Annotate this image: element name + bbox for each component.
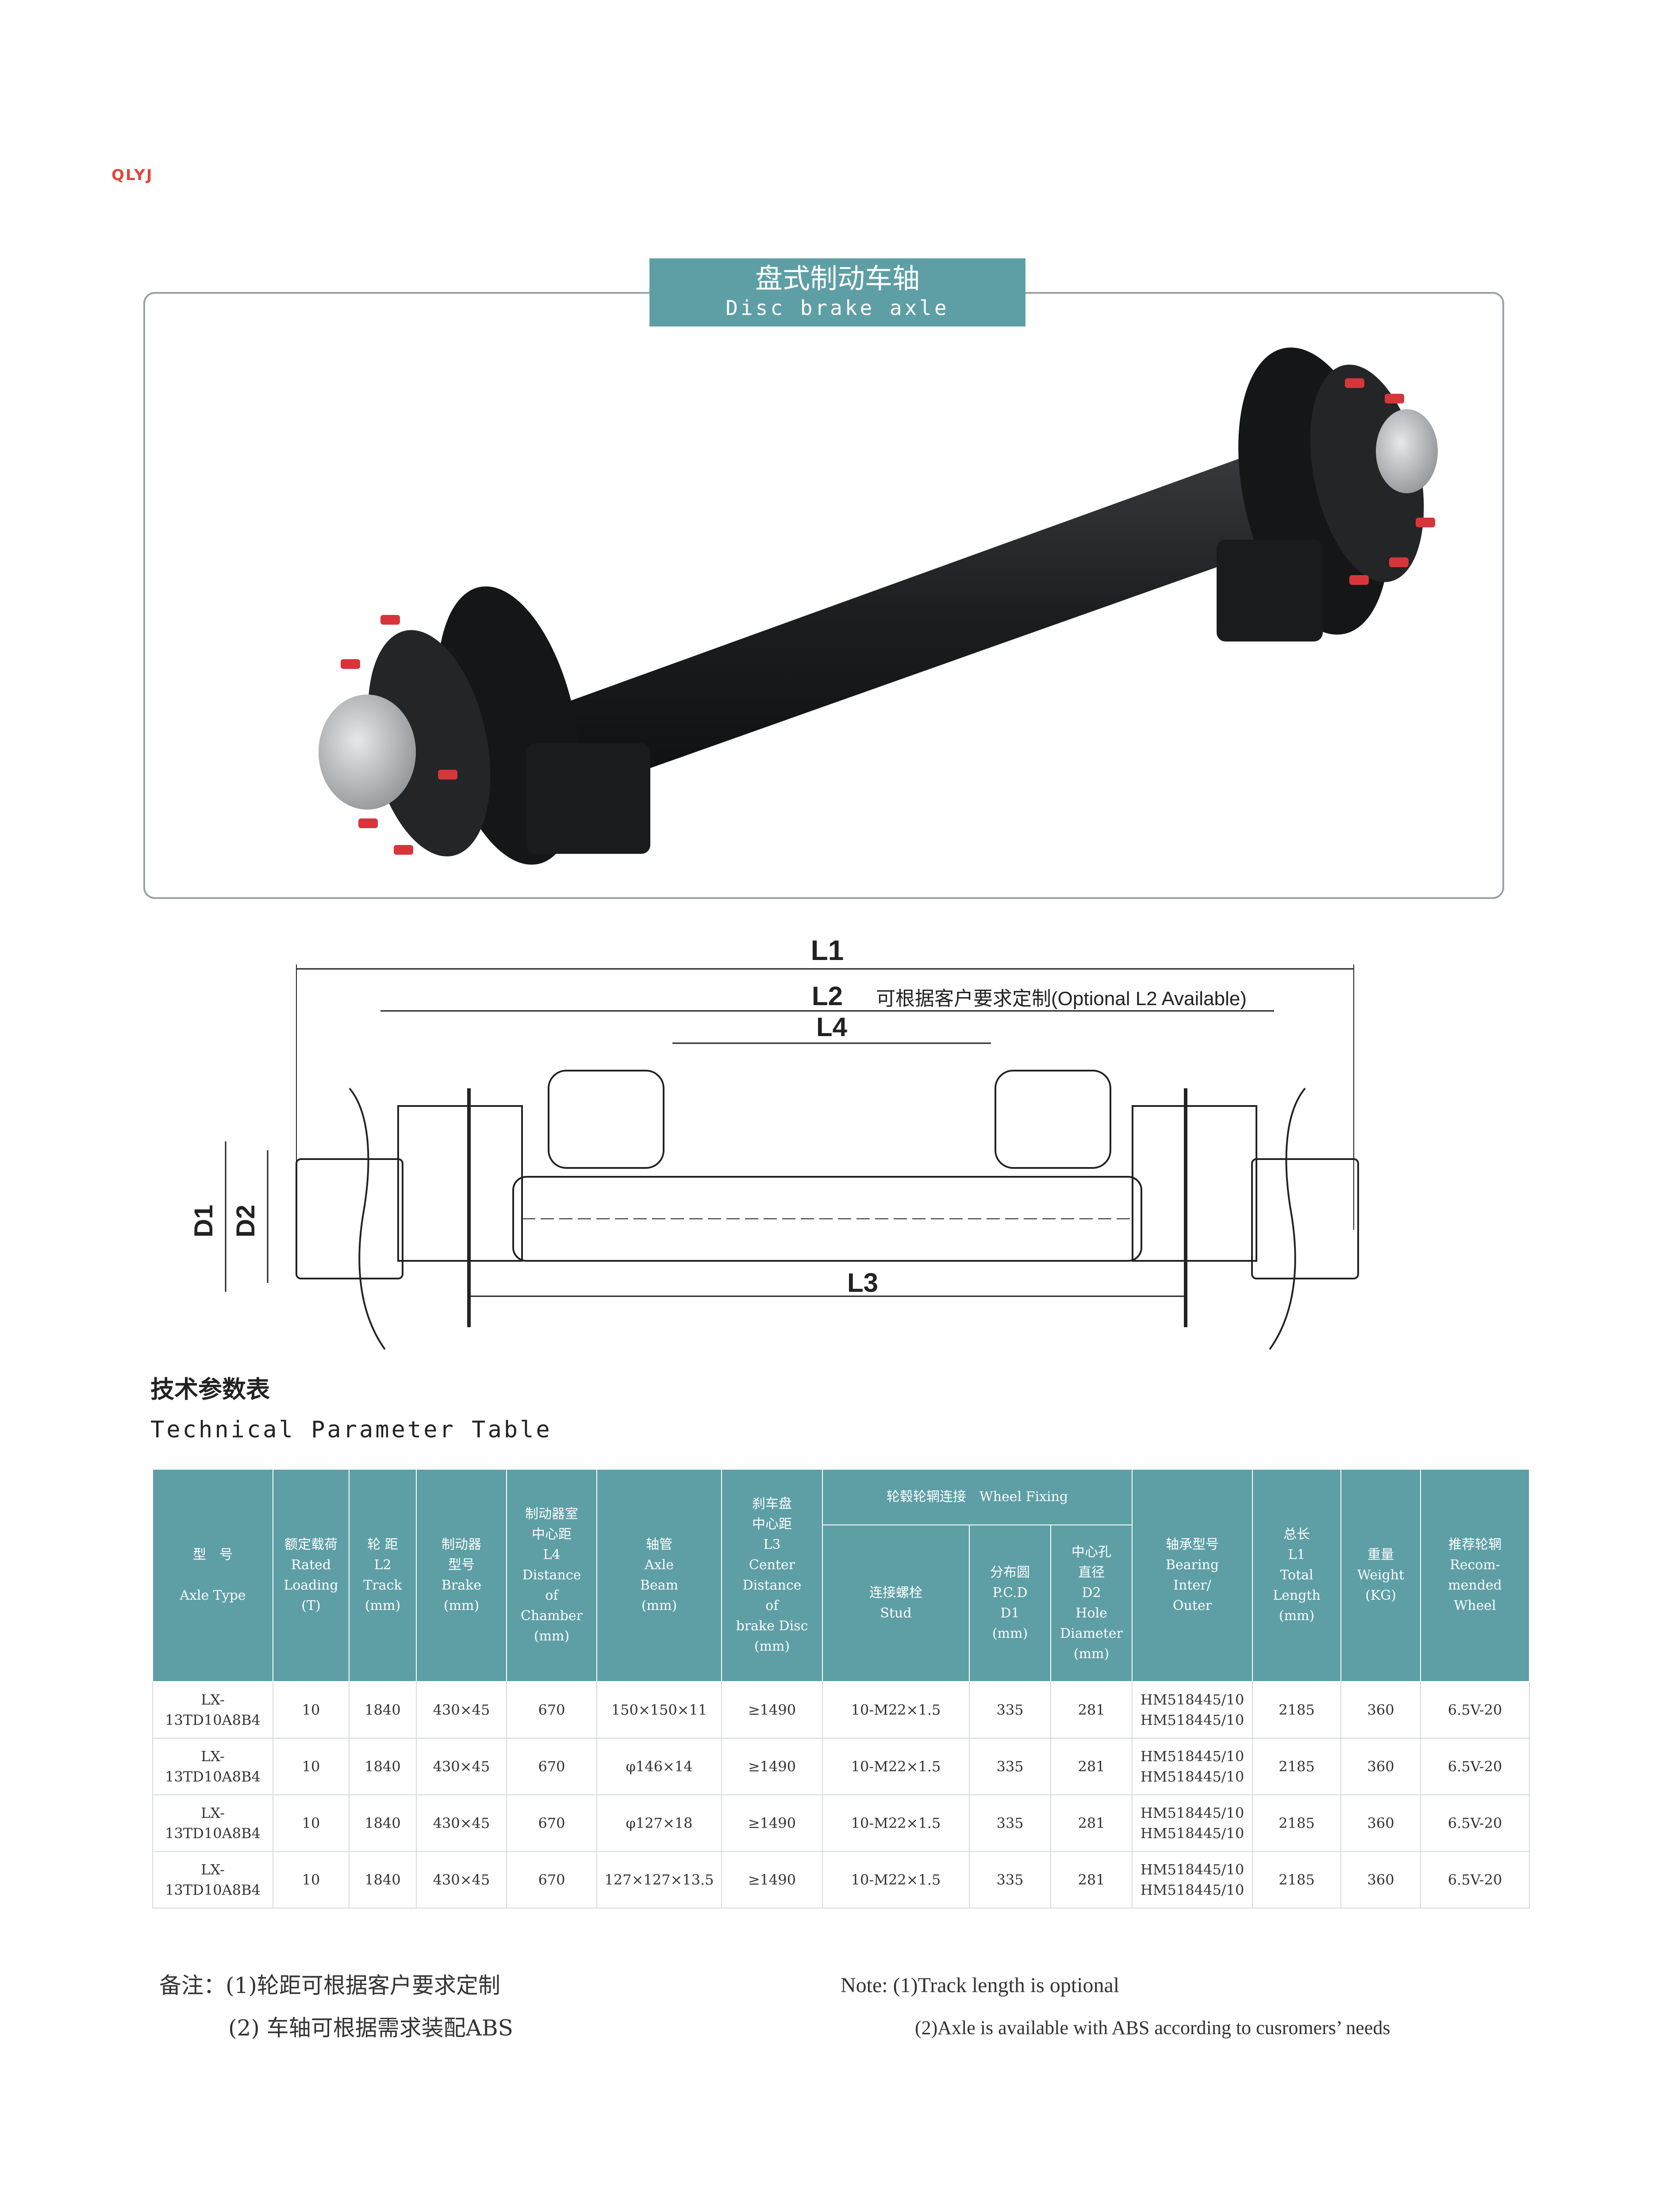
product-title-cn: 盘式制动车轴 (755, 262, 920, 295)
axle-photo (319, 347, 1438, 865)
cell-disc-distance: ≥1490 (721, 1681, 823, 1739)
cell-disc-distance: ≥1490 (721, 1851, 823, 1909)
cell-total-length: 2185 (1252, 1681, 1342, 1739)
cell-disc-distance: ≥1490 (721, 1738, 823, 1795)
header-weight: 重量 Weight (KG) (1340, 1469, 1421, 1682)
cell-stud: 10-M22×1.5 (822, 1851, 970, 1909)
cell-pcd: 335 (969, 1738, 1051, 1795)
cell-pcd: 335 (969, 1851, 1051, 1909)
header-axle-type: 型 号 Axle Type (152, 1469, 273, 1682)
note-en-line2: (2)Axle is available with ABS according … (915, 2017, 1390, 2039)
cell-pcd: 335 (969, 1794, 1051, 1852)
cell-stud: 10-M22×1.5 (822, 1681, 970, 1739)
cell-total-length: 2185 (1252, 1851, 1342, 1909)
cell-chamber-distance: 670 (506, 1681, 597, 1739)
header-wheel: 推荐轮辋 Recom- mended Wheel (1420, 1469, 1530, 1682)
cell-track: 1840 (349, 1681, 417, 1739)
cell-rated-loading: 10 (273, 1738, 349, 1795)
cell-bearing: HM518445/10 HM518445/10 (1132, 1738, 1253, 1795)
dim-l2: L2 (812, 981, 843, 1011)
cell-stud: 10-M22×1.5 (822, 1738, 970, 1795)
note-cn-line2: (2) 车轴可根据需求装配ABS (228, 2015, 513, 2041)
table-title-cn: 技术参数表 (150, 1375, 270, 1403)
cell-axle-beam: 150×150×11 (596, 1681, 722, 1739)
technical-parameter-table: 型 号 Axle Type 额定载荷 Rated Loading (T) 轮 距… (152, 1469, 1530, 1909)
cell-brake: 430×45 (416, 1794, 507, 1852)
cell-axle-beam: φ146×14 (596, 1738, 722, 1795)
cell-axle-beam: 127×127×13.5 (596, 1851, 722, 1909)
dim-l4: L4 (816, 1012, 848, 1042)
table-row: LX-13TD10A8B4 10 1840 430×45 670 150×150… (152, 1681, 1530, 1739)
cell-brake: 430×45 (416, 1851, 507, 1909)
header-disc-distance: 刹车盘 中心距 L3 Center Distance of brake Disc… (721, 1469, 823, 1682)
cell-rated-loading: 10 (273, 1851, 349, 1909)
cell-chamber-distance: 670 (506, 1794, 597, 1852)
cell-hole-diameter: 281 (1050, 1681, 1133, 1739)
dim-l1: L1 (811, 934, 844, 966)
cell-pcd: 335 (969, 1681, 1051, 1739)
cell-bearing: HM518445/10 HM518445/10 (1132, 1794, 1253, 1852)
brand-logo: QLYJ (111, 166, 154, 184)
cell-rated-loading: 10 (273, 1681, 349, 1739)
cell-axle-type: LX-13TD10A8B4 (152, 1851, 273, 1909)
note-en-line1: Note: (1)Track length is optional (841, 1974, 1120, 1997)
cell-weight: 360 (1340, 1794, 1421, 1852)
cell-wheel: 6.5V-20 (1420, 1738, 1530, 1795)
cell-total-length: 2185 (1252, 1794, 1342, 1852)
header-brake: 制动器 型号 Brake (mm) (416, 1469, 507, 1682)
cell-axle-type: LX-13TD10A8B4 (152, 1794, 273, 1852)
cell-hole-diameter: 281 (1050, 1738, 1133, 1795)
header-total-length: 总长 L1 Total Length (mm) (1252, 1469, 1342, 1682)
dim-l3: L3 (847, 1268, 878, 1298)
note-cn-line1: 备注：(1)轮距可根据客户要求定制 (159, 1973, 500, 1998)
dim-d1: D1 (189, 1205, 218, 1237)
cell-disc-distance: ≥1490 (721, 1794, 823, 1852)
cell-total-length: 2185 (1252, 1738, 1342, 1795)
cell-chamber-distance: 670 (506, 1851, 597, 1909)
table-row: LX-13TD10A8B4 10 1840 430×45 670 127×127… (152, 1851, 1530, 1909)
notes-cn: 备注：(1)轮距可根据客户要求定制 (2) 车轴可根据需求装配ABS (159, 1964, 513, 2049)
cell-bearing: HM518445/10 HM518445/10 (1132, 1681, 1253, 1739)
dim-l2-note: 可根据客户要求定制(Optional L2 Available) (876, 988, 1247, 1010)
dim-d2: D2 (231, 1205, 260, 1237)
header-chamber-distance: 制动器室 中心距 L4 Distance of Chamber (mm) (506, 1469, 597, 1682)
header-track: 轮 距 L2 Track (mm) (349, 1469, 417, 1682)
cell-wheel: 6.5V-20 (1420, 1851, 1530, 1909)
cell-stud: 10-M22×1.5 (822, 1794, 970, 1852)
cell-axle-type: LX-13TD10A8B4 (152, 1681, 273, 1739)
table-title-en: Technical Parameter Table (150, 1417, 552, 1443)
cell-axle-beam: φ127×18 (596, 1794, 722, 1852)
product-title-en: Disc brake axle (726, 296, 949, 320)
cell-track: 1840 (349, 1794, 417, 1852)
notes-en: Note: (1)Track length is optional (2)Axl… (841, 1964, 1390, 2049)
cell-track: 1840 (349, 1851, 417, 1909)
header-stud: 连接螺栓 Stud (822, 1525, 970, 1682)
cell-rated-loading: 10 (273, 1794, 349, 1852)
cell-axle-type: LX-13TD10A8B4 (152, 1738, 273, 1795)
cell-brake: 430×45 (416, 1738, 507, 1795)
header-hole-diameter: 中心孔 直径 D2 Hole Diameter (mm) (1050, 1525, 1133, 1682)
cell-track: 1840 (349, 1738, 417, 1795)
cell-wheel: 6.5V-20 (1420, 1794, 1530, 1852)
cell-bearing: HM518445/10 HM518445/10 (1132, 1851, 1253, 1909)
table-row: LX-13TD10A8B4 10 1840 430×45 670 φ127×18… (152, 1794, 1530, 1852)
cell-wheel: 6.5V-20 (1420, 1681, 1530, 1739)
cell-weight: 360 (1340, 1738, 1421, 1795)
cell-weight: 360 (1340, 1681, 1421, 1739)
header-wheel-fixing: 轮毂轮辋连接 Wheel Fixing (822, 1469, 1133, 1525)
product-title-banner: 盘式制动车轴 Disc brake axle (649, 258, 1025, 326)
cell-weight: 360 (1340, 1851, 1421, 1909)
header-bearing: 轴承型号 Bearing Inter/ Outer (1132, 1469, 1253, 1682)
header-rated-loading: 额定载荷 Rated Loading (T) (273, 1469, 349, 1682)
header-axle-beam: 轴管 Axle Beam (mm) (596, 1469, 722, 1682)
technical-drawing: L1 L2 可根据客户要求定制(Optional L2 Available) L… (189, 934, 1359, 1350)
header-pcd: 分布圆 P.C.D D1 (mm) (969, 1525, 1051, 1682)
cell-brake: 430×45 (416, 1681, 507, 1739)
cell-hole-diameter: 281 (1050, 1851, 1133, 1909)
cell-chamber-distance: 670 (506, 1738, 597, 1795)
cell-hole-diameter: 281 (1050, 1794, 1133, 1852)
table-row: LX-13TD10A8B4 10 1840 430×45 670 φ146×14… (152, 1738, 1530, 1795)
